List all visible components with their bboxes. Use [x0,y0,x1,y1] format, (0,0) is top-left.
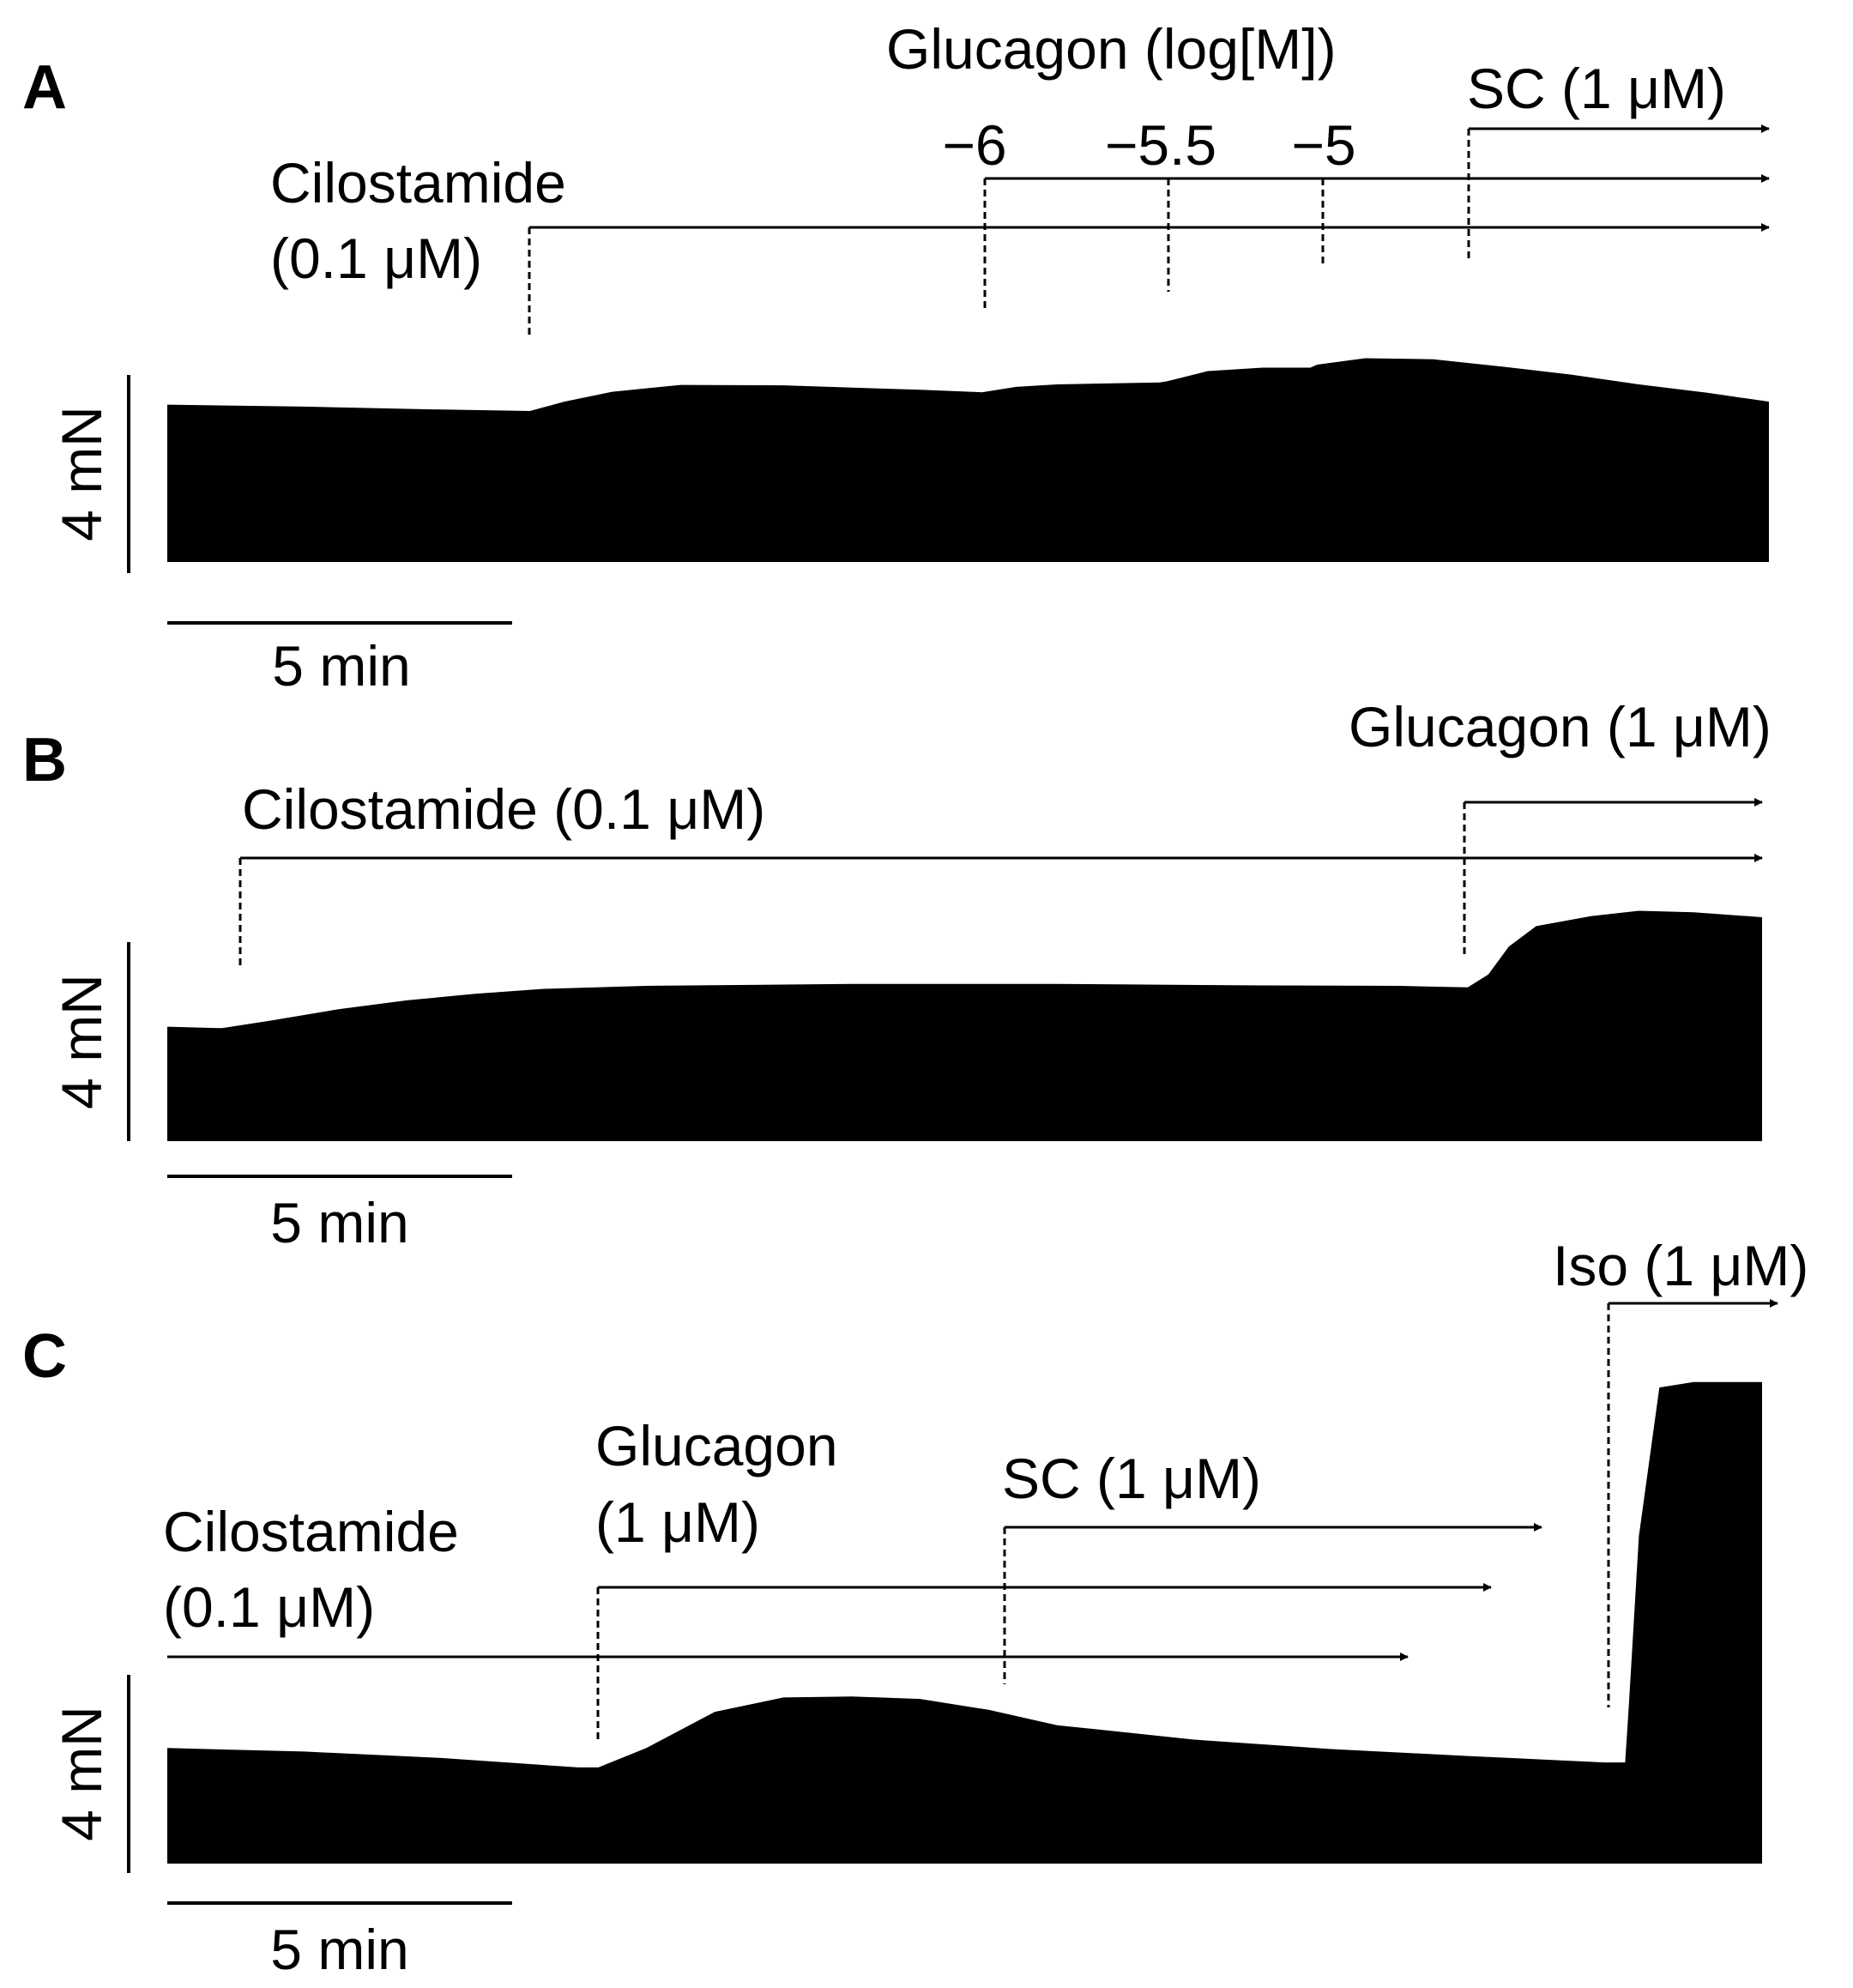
force-trace-b [167,910,1762,1141]
glucagon-dose-1-label-a: −6 [942,113,1006,177]
force-scale-label-c: 4 mN [50,1706,113,1841]
glucagon-label-a: Glucagon (log[M]) [886,17,1337,81]
glucagon-label-b: Glucagon (1 μM) [1349,695,1772,758]
cilostamide-label-b: Cilostamide (0.1 μM) [242,777,765,841]
panel-b: B 4 mN 5 min Cilostamide (0.1 μM) Glucag… [22,695,1772,1254]
drug-annotations-b: Cilostamide (0.1 μM) Glucagon (1 μM) [238,695,1772,970]
force-trace-c [167,1381,1762,1864]
panel-letter-c: C [22,1322,67,1391]
drug-annotations-a: Cilostamide (0.1 μM) Glucagon (log[M]) −… [270,17,1770,337]
panel-letter-a: A [22,53,67,122]
time-scale-label-a: 5 min [272,634,410,698]
force-trace-a [167,358,1769,562]
time-scale-label-c: 5 min [270,1918,408,1981]
scale-bars-b: 4 mN 5 min [50,942,512,1254]
cilostamide-label-c: Cilostamide [163,1500,459,1563]
force-scale-label-b: 4 mN [50,974,113,1109]
iso-label-c: Iso (1 μM) [1553,1234,1808,1297]
sc-label-a: SC (1 μM) [1467,57,1726,120]
drug-annotations-c: Cilostamide (0.1 μM) Glucagon (1 μM) SC … [163,1234,1808,1743]
cilostamide-label-a: Cilostamide [270,151,566,215]
glucagon-dose-2-label-a: −5.5 [1105,113,1216,177]
panel-a: A 4 mN 5 min Cilostamide (0.1 μM) Glucag… [22,17,1770,698]
glucagon-conc-label-c: (1 μM) [595,1490,760,1554]
glucagon-label-c: Glucagon [595,1414,838,1477]
cilostamide-conc-label-c: (0.1 μM) [163,1575,375,1639]
time-scale-label-b: 5 min [270,1191,408,1254]
sc-label-c: SC (1 μM) [1002,1447,1261,1510]
cilostamide-conc-label-a: (0.1 μM) [270,227,482,290]
panel-letter-b: B [22,726,67,795]
panel-c: C 4 mN 5 min Cilostamide (0.1 μM) Glucag… [22,1234,1808,1981]
scale-bars-a: 4 mN 5 min [50,375,512,698]
scale-bars-c: 4 mN 5 min [50,1675,512,1981]
glucagon-dose-3-label-a: −5 [1291,113,1355,177]
force-scale-label-a: 4 mN [50,406,113,541]
